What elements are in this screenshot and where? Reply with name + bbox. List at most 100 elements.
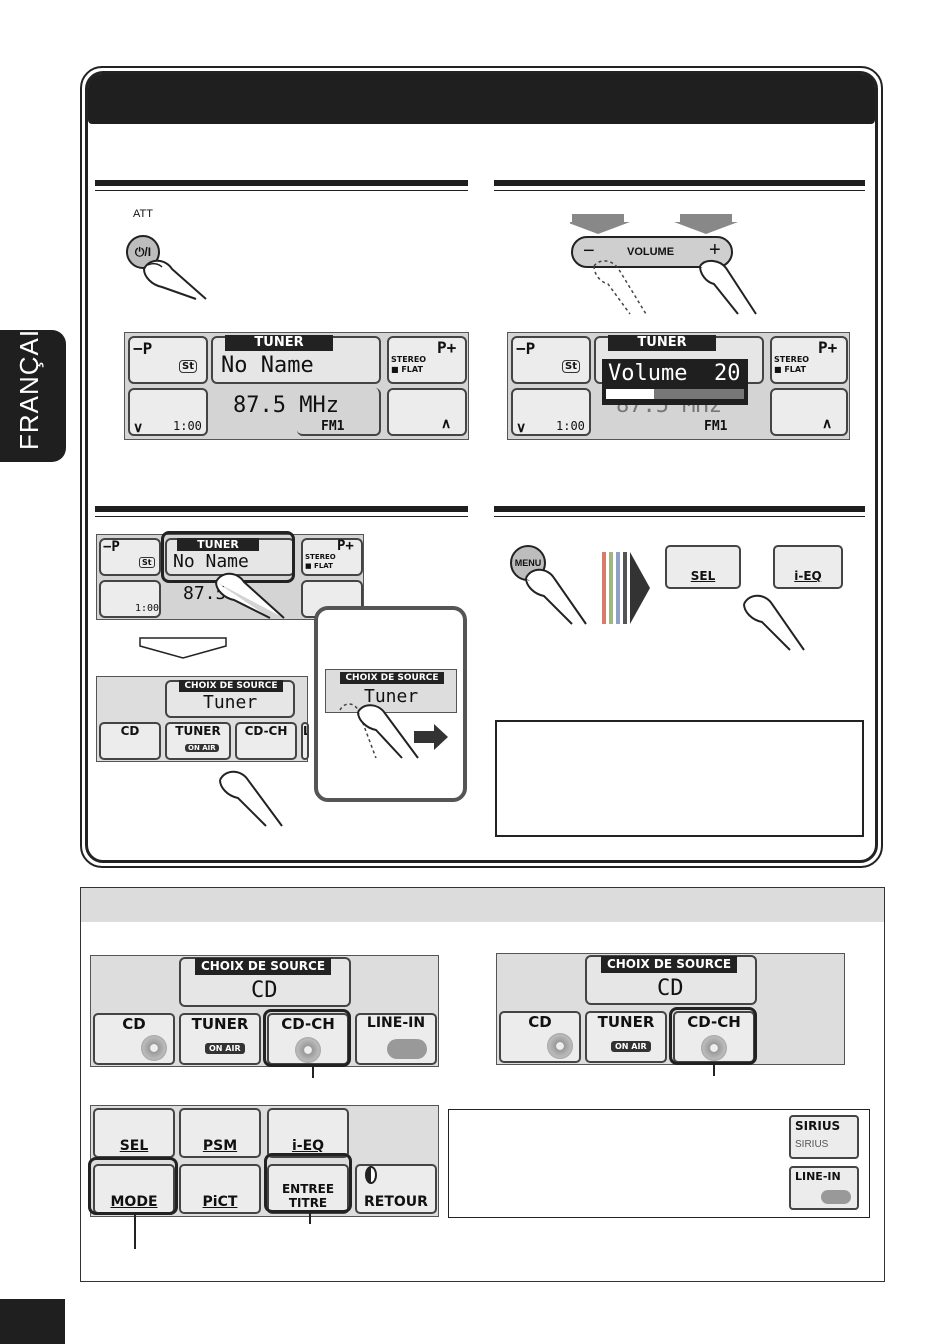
cable-icon: [821, 1190, 851, 1204]
linein-icon: LINE-IN: [789, 1166, 859, 1210]
source-cd-label: CD: [528, 1013, 552, 1031]
cable-icon: [387, 1039, 427, 1059]
att-label: ATT: [133, 208, 153, 220]
finger-press-icon: [143, 259, 207, 300]
volume-minus-label: −: [583, 240, 595, 262]
menu-mode-button[interactable]: MODE: [93, 1164, 175, 1214]
flat-indicator: ■ FLAT: [391, 365, 423, 374]
p-plus-label: P+: [818, 338, 838, 357]
seek-up-button[interactable]: [387, 388, 467, 436]
source-tuner-label: TUNER: [191, 1015, 249, 1033]
source-cdch-label: CD-CH: [687, 1013, 741, 1031]
menu-pict-button[interactable]: PiCT: [179, 1164, 261, 1214]
finger-press-icon: [215, 572, 285, 619]
step4-rule-thin: [494, 516, 865, 517]
menu-lcd: SEL PSM i-EQ MODE PiCT ENTREE TITRE RETO…: [90, 1105, 439, 1217]
menu-psm-button[interactable]: PSM: [179, 1108, 261, 1158]
preset-up-button[interactable]: [770, 336, 848, 384]
source-tuner-button[interactable]: TUNER ON AIR: [165, 722, 231, 760]
sel-button[interactable]: SEL: [665, 545, 741, 589]
on-air-badge: ON AIR: [185, 744, 219, 752]
source-tuner-button[interactable]: TUNER ON AIR: [585, 1011, 667, 1063]
chevron-down-icon: ∨: [133, 419, 144, 435]
source-tuner-label: TUNER: [597, 1013, 655, 1031]
finger-press-icon: [219, 770, 283, 827]
menu-entree-titre-button[interactable]: ENTREE TITRE: [267, 1164, 349, 1214]
volume-plus-label: +: [709, 239, 721, 261]
seek-up-button[interactable]: [770, 388, 848, 436]
source-cd-button[interactable]: CD: [99, 722, 161, 760]
source-cd-button[interactable]: CD: [499, 1011, 581, 1063]
entree-titre-highlight: [264, 1153, 352, 1213]
on-air-badge: ON AIR: [205, 1043, 245, 1054]
seek-down-button[interactable]: [128, 388, 208, 436]
source-cdch-label: CD-CH: [281, 1015, 335, 1033]
step2-rule: [494, 180, 865, 186]
band-button[interactable]: [297, 388, 381, 436]
disc-changer-icon: [295, 1037, 321, 1063]
finger-press-icon: [593, 260, 757, 315]
step3-rule-thin: [95, 516, 468, 517]
stereo-indicator: STEREO: [774, 355, 810, 364]
source-linein-button[interactable]: L: [301, 722, 309, 760]
callout-line: [134, 1215, 136, 1249]
source-linein-button[interactable]: LINE-IN: [355, 1013, 437, 1065]
step3-rule: [95, 506, 468, 512]
menu-sel-button[interactable]: SEL: [93, 1108, 175, 1158]
stereo-indicator: STEREO: [391, 355, 427, 364]
menu-ieq-button[interactable]: i-EQ: [267, 1108, 349, 1158]
choix-source-title: CHOIX DE SOURCE: [195, 958, 331, 975]
retour-icon: [365, 1166, 377, 1184]
source-name: Tuner: [203, 692, 258, 713]
source-linein-label: L: [303, 724, 307, 738]
step1-lcd: −P St TUNER TUNER No Name STEREO ■ FLAT …: [124, 332, 469, 440]
ieq-button[interactable]: i-EQ: [773, 545, 843, 589]
zoom-choix-title: CHOIX DE SOURCE: [340, 672, 444, 684]
sirius-icon: SIRIUS SIRIUS: [789, 1115, 859, 1159]
language-tab: FRANÇAIS: [0, 311, 66, 462]
clock-display: 1:00: [173, 419, 202, 433]
chevron-up-icon: ∧: [441, 415, 452, 431]
on-air-badge: ON AIR: [611, 1041, 651, 1052]
step1-rule: [95, 180, 468, 186]
finger-press-icon: [525, 568, 587, 625]
step3-lcd-top: −P St TUNER No Name STEREO ■ FLAT P+ 1:0…: [96, 534, 364, 620]
station-name: No Name: [221, 353, 314, 378]
disc-changer-icon: [701, 1035, 727, 1061]
finger-swipe-icon: [339, 703, 419, 759]
step1-rule-thin: [95, 190, 468, 191]
source-section-header: [81, 888, 884, 922]
cdch-highlight: [669, 1007, 757, 1065]
language-tab-label: FRANÇAIS: [14, 310, 44, 450]
source-cd-label: CD: [120, 724, 140, 738]
source-tuner-label: TUNER: [175, 724, 221, 738]
st-indicator: St: [179, 360, 197, 373]
station-name: No Name: [173, 551, 249, 572]
seek-down-button[interactable]: [99, 580, 161, 618]
seek-down-button[interactable]: [511, 388, 591, 436]
source-cdch-button[interactable]: CD-CH: [267, 1013, 349, 1065]
p-plus-label: P+: [437, 338, 457, 357]
volume-knob[interactable]: − VOLUME +: [571, 236, 733, 268]
transition-arrow-icon: [602, 552, 650, 624]
sirius-icon-bottom-label: SIRIUS: [795, 1139, 829, 1150]
step2-rule-thin: [494, 190, 865, 191]
callout-line: [312, 1066, 314, 1078]
flat-indicator: ■ FLAT: [305, 562, 333, 570]
volume-overlay: Volume 20: [602, 359, 748, 405]
preset-up-button[interactable]: [301, 538, 363, 576]
callout-line: [309, 1212, 311, 1224]
choix-source-title: CHOIX DE SOURCE: [601, 956, 737, 973]
st-indicator: St: [562, 360, 580, 373]
p-minus-label: −P: [133, 339, 153, 358]
source-tuner-button[interactable]: TUNER ON AIR: [179, 1013, 261, 1065]
cdch-highlight: [263, 1009, 351, 1067]
source-cdch-button[interactable]: CD-CH: [235, 722, 297, 760]
source-cd-button[interactable]: CD: [93, 1013, 175, 1065]
arrow-down-icon: [139, 637, 227, 659]
source-title: TUNER: [608, 335, 716, 351]
arrow-right-icon: [414, 724, 448, 750]
step4-rule: [494, 506, 865, 512]
preset-up-button[interactable]: [387, 336, 467, 384]
